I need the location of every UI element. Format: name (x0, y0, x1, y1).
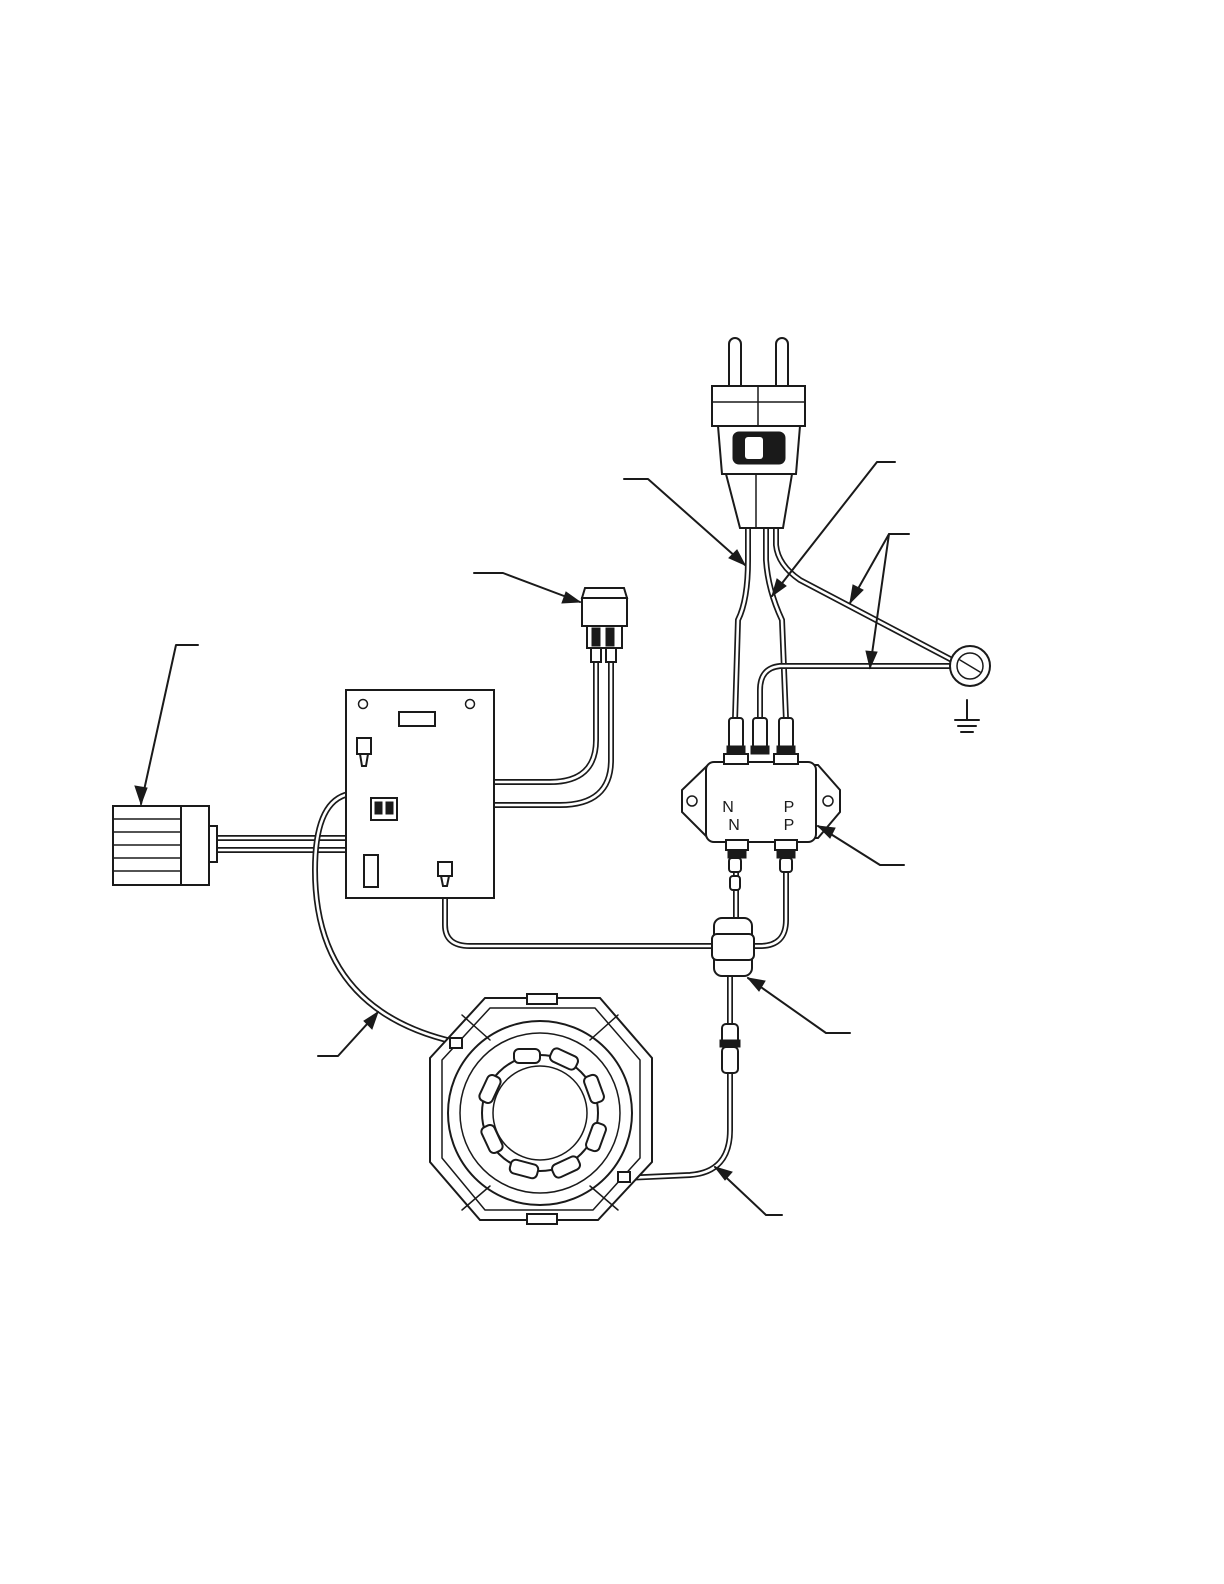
plug-icon (712, 338, 805, 528)
ground-screw-icon (950, 646, 990, 686)
line-filter: N P N P (682, 718, 840, 890)
terminal-n-bottom: N (728, 817, 740, 834)
leader-switch (474, 573, 580, 603)
leader-line-filter (818, 826, 904, 865)
wire-filter-p-out (750, 870, 786, 946)
leader-connector-block (135, 645, 198, 804)
terminal-p-bottom: P (784, 817, 795, 834)
connector-block-icon (113, 806, 217, 885)
terminal-p-top: P (784, 799, 795, 816)
inline-connector (720, 1024, 740, 1073)
leader-motor-lead-left (318, 1012, 378, 1056)
leader-ground-wires (850, 534, 909, 668)
wire-plug-ground (776, 528, 952, 660)
control-board (346, 690, 494, 898)
terminal-n-top: N (722, 799, 734, 816)
motor-icon (430, 994, 652, 1224)
ground-icon (955, 700, 979, 732)
ferrite-core (712, 918, 754, 976)
rocker-switch-icon (582, 588, 627, 662)
leader-plug-cord (624, 479, 745, 565)
leader-ferrite (748, 978, 850, 1033)
leader-motor-lead-right (715, 1167, 782, 1215)
